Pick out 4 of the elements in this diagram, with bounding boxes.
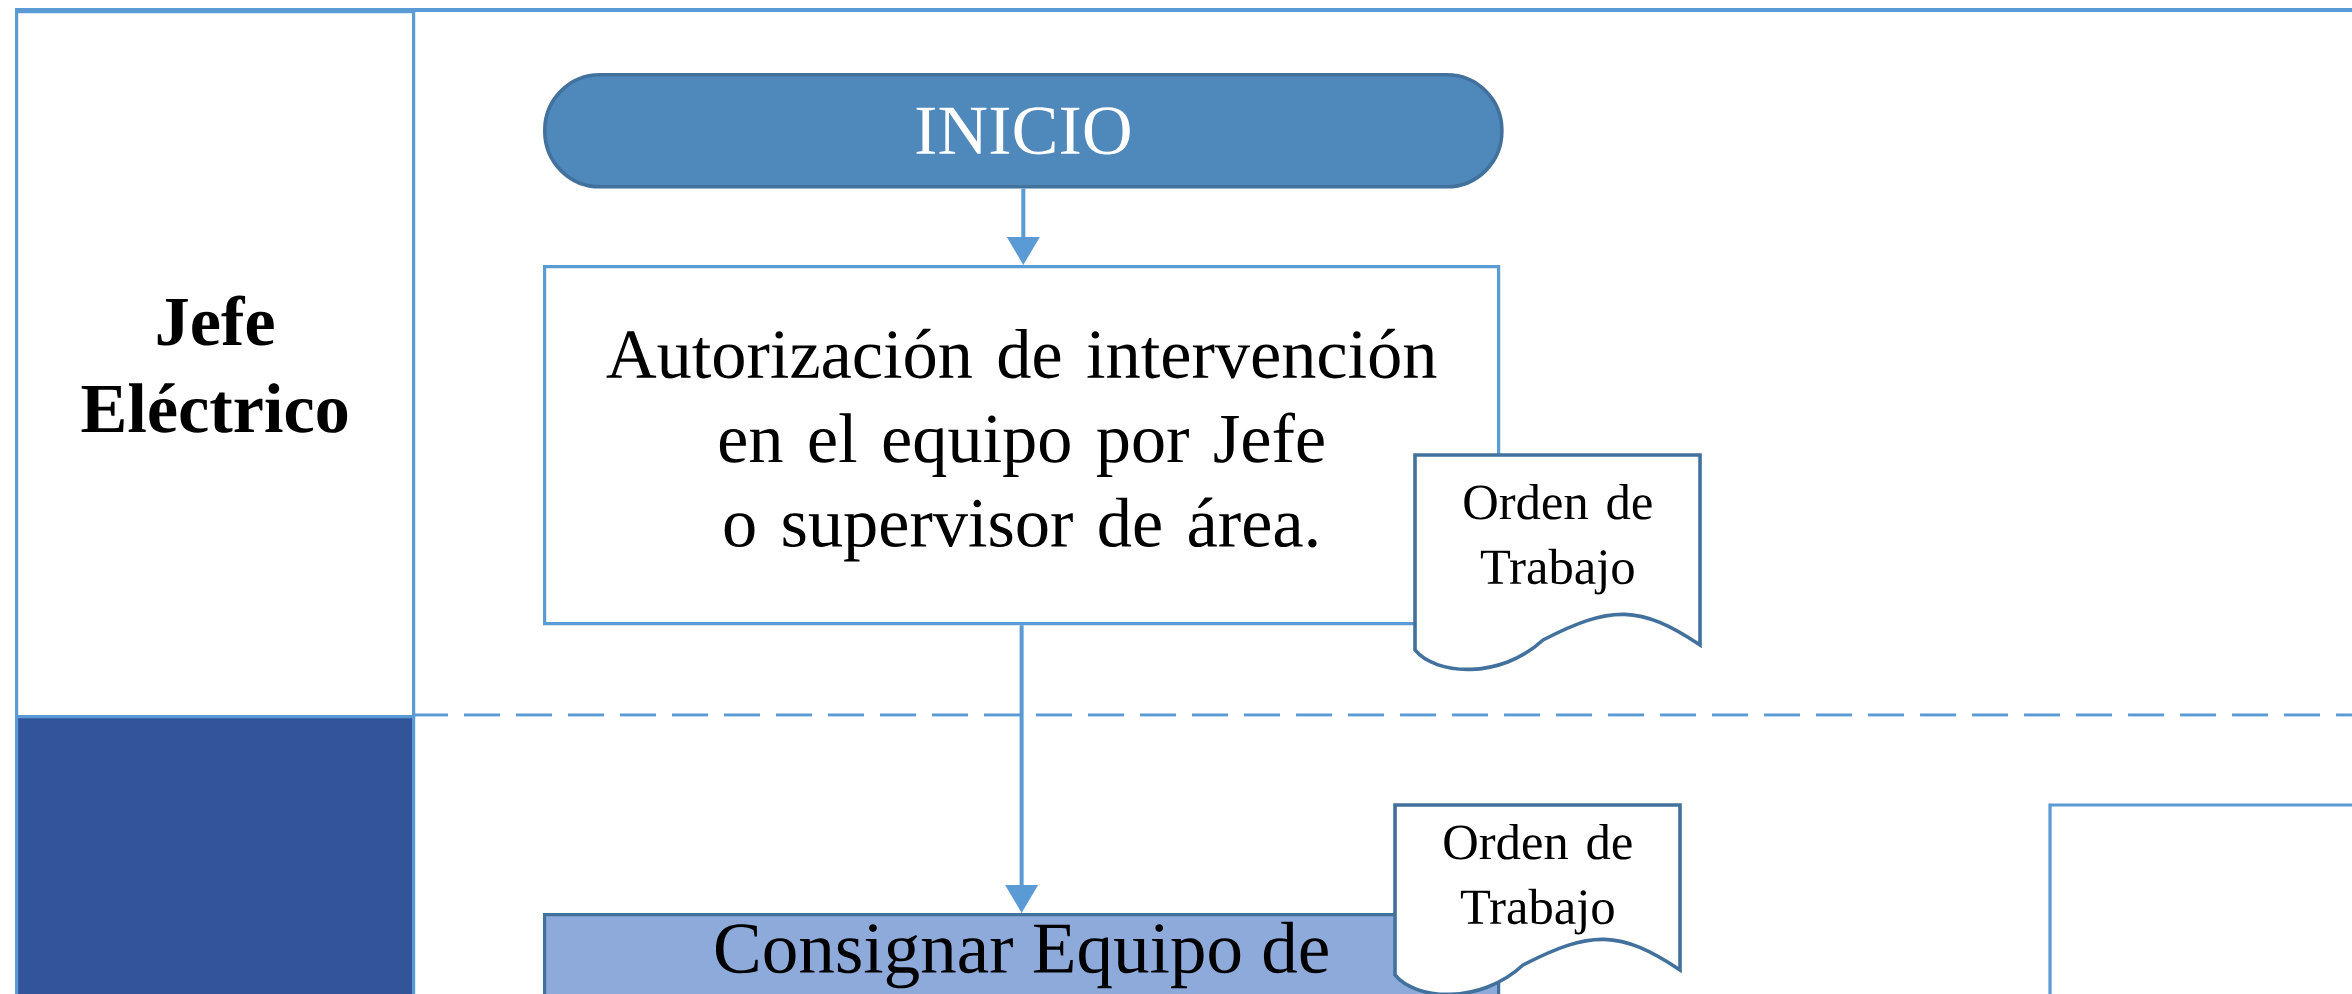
lane-label: Jefe Eléctrico [15,10,416,719]
lane-label [15,715,416,994]
start-terminator: INICIO [543,73,1504,189]
process-box [2048,803,2352,994]
